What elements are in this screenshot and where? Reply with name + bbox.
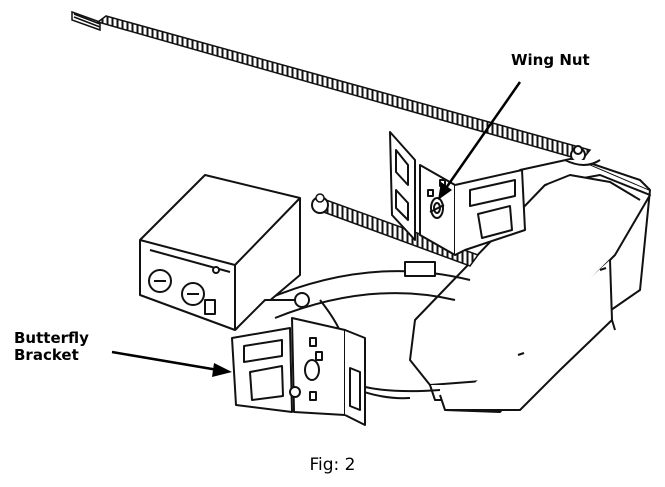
wing-nut [429,197,445,219]
butterfly-bracket-label-line1: Butterfly [14,329,89,347]
figure-caption: Fig: 2 [309,455,356,475]
butterfly-bracket-leader-arrow [111,350,232,377]
wing-nut-label: Wing Nut [511,51,590,69]
butterfly-bracket-label-line2: Bracket [14,346,79,364]
wire-bundle [71,10,101,32]
junction-box [139,174,301,331]
armored-conduit [96,15,592,161]
housing-body [409,157,651,413]
front-butterfly-bracket [231,292,366,426]
wing-nut-leader-arrow [438,81,522,200]
middle-conduit [311,193,480,267]
conduit-clamp [564,145,601,166]
